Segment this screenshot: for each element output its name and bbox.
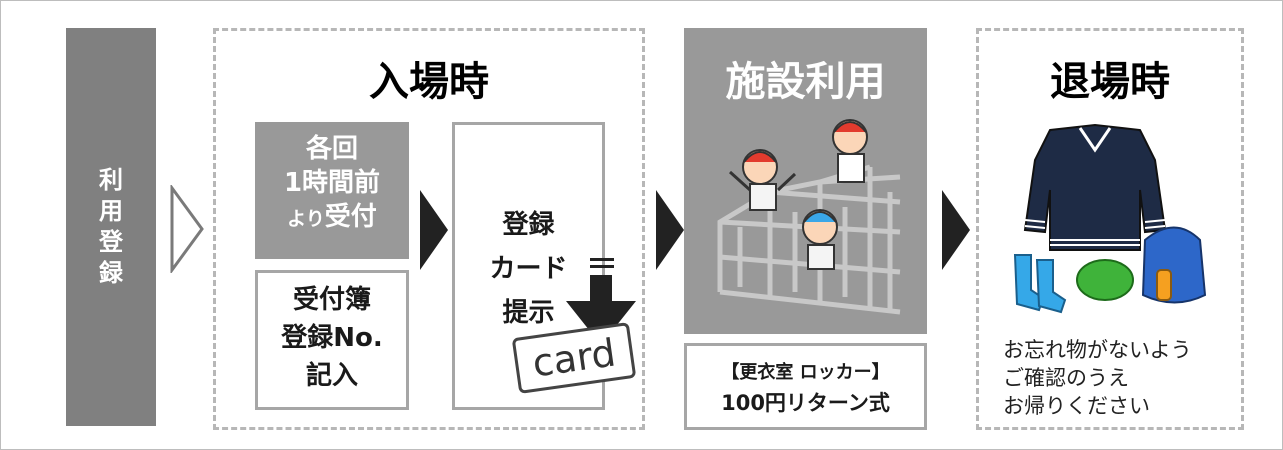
child-left xyxy=(728,149,797,211)
exit-note-line2: ご確認のうえ xyxy=(1003,366,1129,390)
exit-note-line3: お帰りください xyxy=(1003,394,1150,418)
reception-time-box: 各回 1時間前 より受付 xyxy=(255,122,409,259)
logbook-line3: 記入 xyxy=(305,361,358,391)
entry-panel xyxy=(213,28,645,430)
show-line1: 登録 xyxy=(502,210,555,240)
exit-note: お忘れ物がないよう ご確認のうえ お帰りください xyxy=(1003,336,1243,420)
arrow-icon xyxy=(420,190,448,270)
arrow-icon xyxy=(656,190,684,270)
exit-title: 退場時 xyxy=(1050,59,1170,105)
facility-title: 施設利用 xyxy=(725,59,886,105)
child-mid xyxy=(802,209,838,270)
reception-line3-main: 受付 xyxy=(324,202,377,232)
show-line3: 提示 xyxy=(502,298,555,328)
jungle-gym-illustration xyxy=(717,119,901,315)
show-line2: カード xyxy=(489,254,568,284)
reception-line2: 1時間前 xyxy=(283,168,381,198)
belongings-illustration xyxy=(1013,123,1207,314)
logbook-line1: 受付簿 xyxy=(292,285,371,315)
socks-icon xyxy=(1013,254,1067,314)
reception-line3-small: より xyxy=(287,208,325,230)
entry-title: 入場時 xyxy=(369,59,489,105)
registration-bar: 利用登録 xyxy=(66,28,156,426)
child-top xyxy=(832,119,868,183)
logbook-line2: 登録No. xyxy=(281,323,383,353)
pouch-icon xyxy=(1076,259,1134,301)
locker-line2: 100円リターン式 xyxy=(721,391,890,415)
arrow-icon xyxy=(942,190,970,270)
down-arrow-icon xyxy=(566,258,636,345)
registration-label: 利用登録 xyxy=(99,166,123,287)
jacket-icon xyxy=(1023,123,1167,251)
facility-panel xyxy=(684,28,927,334)
reception-line3: より受付 xyxy=(255,200,409,236)
reception-line1: 各回 xyxy=(305,134,358,164)
backpack-icon xyxy=(1141,226,1207,304)
exit-note-line1: お忘れ物がないよう xyxy=(1003,338,1192,362)
locker-box: 【更衣室 ロッカー】 100円リターン式 xyxy=(684,343,927,430)
logbook-box: 受付簿 登録No. 記入 xyxy=(255,270,409,410)
exit-panel xyxy=(976,28,1244,430)
locker-line1: 【更衣室 ロッカー】 xyxy=(721,362,890,383)
outline-arrow-icon xyxy=(170,185,204,273)
